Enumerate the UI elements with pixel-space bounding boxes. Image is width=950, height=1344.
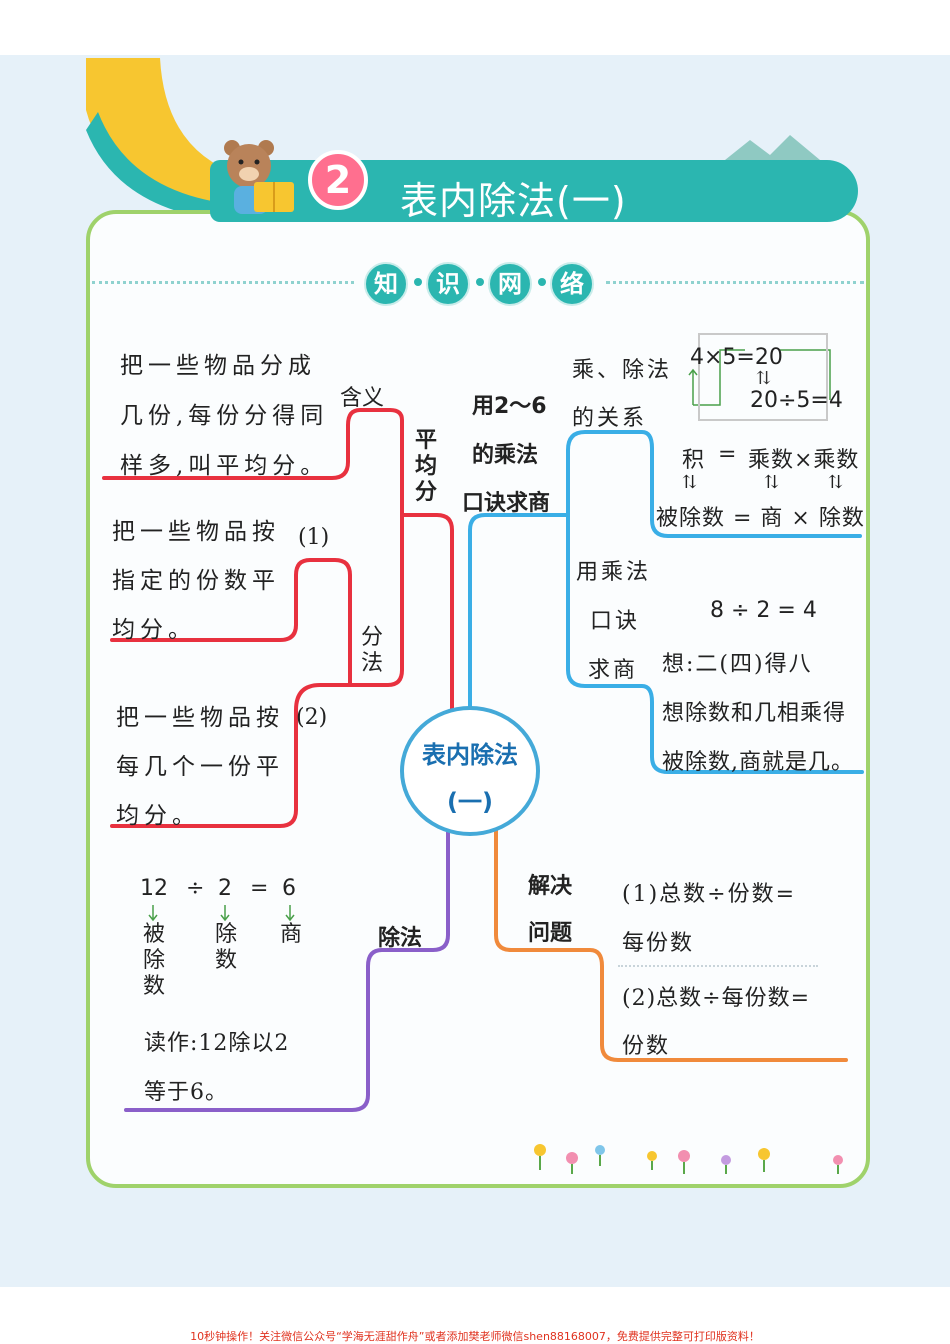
method-label-line1: 用乘法 (576, 560, 652, 585)
expr-dividend: 12 (140, 876, 168, 901)
expr-divide-sign: ÷ (186, 876, 205, 901)
banner-dotline-right (606, 281, 864, 284)
relation-arrow-icon: ⇅ (682, 472, 698, 493)
method-label-line2: 口诀 (590, 609, 641, 634)
reading-line1: 读作:12除以2 (144, 1031, 290, 1056)
page-title: 表内除法(一) (400, 179, 627, 223)
mind-map-connectors (102, 349, 864, 1174)
equation-division: 20÷5=4 (750, 388, 843, 413)
method-label-line3: 求商 (588, 658, 639, 683)
center-topic-line1: 表内除法 (422, 741, 518, 769)
product-equals: = (718, 442, 737, 467)
expr-quotient: 6 (282, 876, 296, 901)
quotient-relation: 被除数 = 商 × 除数 (656, 506, 865, 531)
relation-label-line1: 乘、除法 (572, 358, 673, 383)
rules-divider (618, 965, 818, 967)
method2-number: (2) (296, 705, 328, 730)
rule1-line2: 每份数 (622, 931, 695, 956)
multiplication-branch-line1: 用2～6 (472, 394, 547, 419)
meaning-text-line2: 几份,每份分得同 (120, 403, 329, 429)
product-factors: 乘数×乘数 (748, 448, 860, 473)
example-equation: 8 ÷ 2 = 4 (710, 598, 817, 623)
explain-line1: 想除数和几相乘得 (662, 701, 847, 726)
product-label: 积 (682, 448, 705, 473)
banner-char-2: 识 (426, 262, 470, 306)
branch-problem-lines (494, 828, 848, 1062)
bear-reading-icon (224, 140, 294, 214)
meaning-text-line1: 把一些物品分成 (120, 353, 316, 379)
problem-branch-line2: 问题 (528, 921, 573, 946)
branch-division-lines (124, 828, 450, 1112)
expr-equals: = (250, 876, 269, 901)
reading-line2: 等于6。 (144, 1080, 228, 1105)
part-dividend-label: 被除数 (142, 922, 165, 999)
relation-arrow-icon: ⇅ (828, 472, 844, 493)
method1-text-line3: 均分。 (112, 617, 196, 643)
methods-label: 分法 (360, 625, 383, 676)
banner-dot (476, 278, 484, 286)
equation-multiplication: 4×5=20 (690, 345, 783, 370)
explain-line2: 被除数,商就是几。 (662, 750, 854, 775)
multiplication-branch-line2: 的乘法 (472, 443, 539, 468)
branch-equal-division-lines (102, 408, 454, 828)
division-branch-label: 除法 (378, 926, 423, 951)
banner-dot (414, 278, 422, 286)
part-divisor-label: 除数 (214, 922, 237, 973)
meaning-text-line3: 样多,叫平均分。 (120, 453, 329, 479)
branch-multiplication-lines (468, 430, 864, 774)
banner-char-3: 网 (488, 262, 532, 306)
expression-arrows (148, 905, 295, 922)
relation-arrow-icon: ⇅ (764, 472, 780, 493)
chapter-number-badge: 2 (308, 150, 368, 210)
method1-text-line1: 把一些物品按 (112, 519, 280, 545)
rule2-line2: 份数 (622, 1034, 671, 1059)
center-topic-circle (400, 706, 540, 836)
banner-dotline-left (92, 281, 354, 284)
rule2-line1: (2)总数÷每份数= (622, 986, 811, 1011)
meaning-label: 含义 (340, 386, 385, 411)
center-topic-line2: (一) (447, 788, 493, 816)
content-frame (86, 210, 870, 1188)
banner-char-4: 络 (550, 262, 594, 306)
method2-text-line1: 把一些物品按 (116, 705, 284, 731)
method1-number: (1) (298, 525, 330, 550)
rule1-line1: (1)总数÷份数= (622, 882, 797, 907)
banner-dot (538, 278, 546, 286)
mountain-decoration (725, 135, 820, 160)
banner-char-1: 知 (364, 262, 408, 306)
method2-text-line2: 每几个一份平 (116, 754, 284, 780)
footer-notice: 10秒钟操作！关注微信公众号“学海无涯甜作舟”或者添加樊老师微信shen8816… (190, 1330, 760, 1343)
method1-text-line2: 指定的份数平 (112, 568, 280, 594)
branch-equal-division-label: 平均分 (414, 428, 437, 505)
swap-arrow-icon: ⇅ (756, 368, 772, 389)
expr-divisor: 2 (218, 876, 232, 901)
multiplication-branch-line3: 口诀求商 (462, 491, 551, 516)
method2-text-line3: 均分。 (116, 803, 200, 829)
flowers-decoration (534, 1144, 843, 1174)
relation-label-line2: 的关系 (572, 406, 648, 431)
part-quotient-label: 商 (279, 922, 302, 947)
equation-box (698, 333, 828, 421)
problem-branch-line1: 解决 (528, 874, 573, 899)
think-text: 想:二(四)得八 (662, 652, 813, 677)
equation-box-arrows (688, 349, 831, 406)
